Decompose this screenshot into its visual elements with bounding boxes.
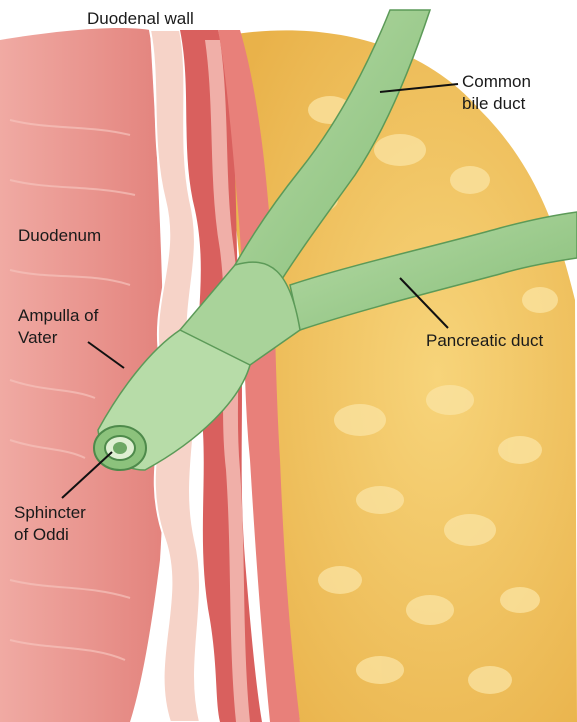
label-pancreatic-duct: Pancreatic duct — [426, 330, 543, 352]
label-sphincter-of-oddi: Sphincter of Oddi — [14, 502, 86, 546]
label-duodenum: Duodenum — [18, 225, 101, 247]
label-ampulla-of-vater: Ampulla of Vater — [18, 305, 98, 349]
label-duodenal-wall: Duodenal wall — [87, 8, 194, 30]
label-common-bile-duct: Common bile duct — [462, 71, 531, 115]
sphincter-lumen — [113, 442, 127, 454]
